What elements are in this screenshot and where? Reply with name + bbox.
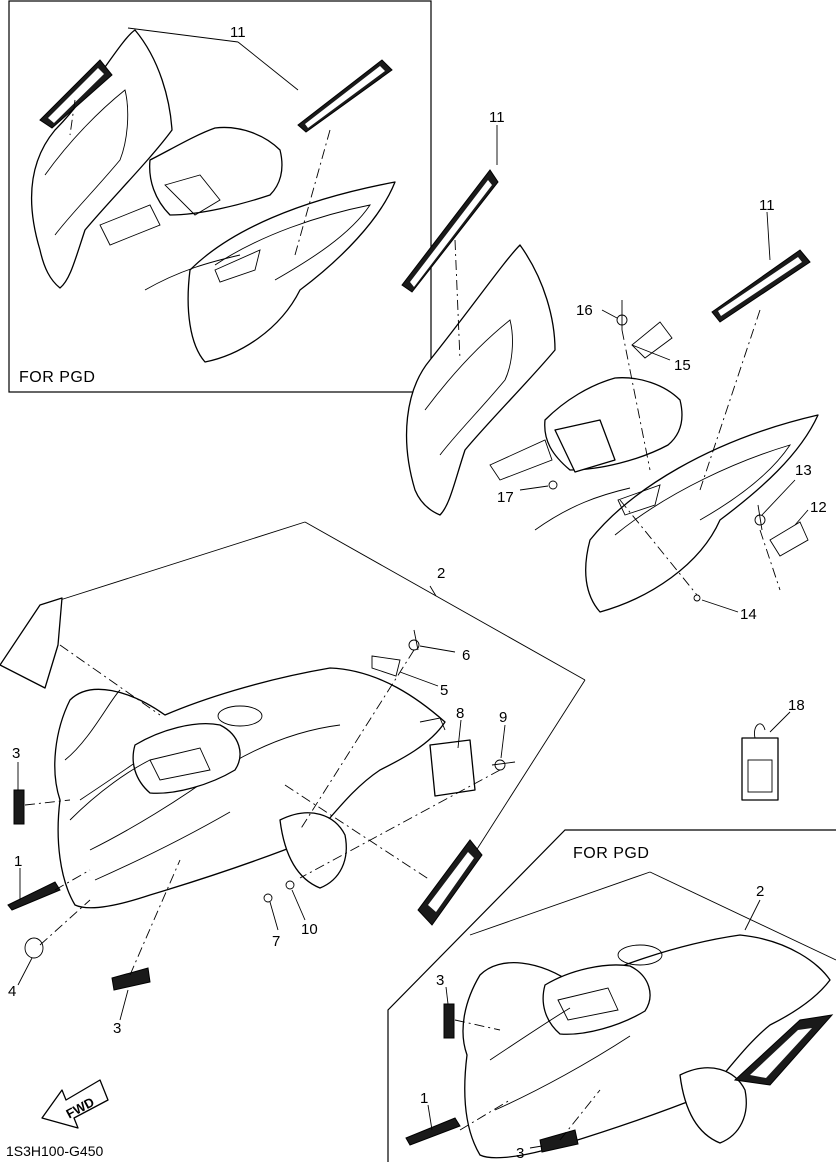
emblem-3-upper bbox=[13, 789, 25, 825]
inset-rear-side-panel bbox=[31, 29, 173, 289]
inset-front-storage-cover bbox=[542, 964, 651, 1035]
emblem-3-lower bbox=[111, 967, 151, 991]
rear-fender-main bbox=[585, 414, 819, 613]
tag-callout-18: 18 bbox=[788, 697, 805, 714]
inset-emblem-3-lower bbox=[539, 1129, 579, 1153]
front-callout-3-lower: 3 bbox=[113, 1020, 121, 1037]
inset-rear-seat bbox=[149, 126, 283, 216]
plate-8 bbox=[429, 739, 476, 797]
front-callout-8: 8 bbox=[456, 705, 464, 722]
inset-emblem-1 bbox=[405, 1117, 461, 1146]
rear-fender-assembly: 11 11 16 15 17 13 12 14 bbox=[401, 109, 827, 623]
fwd-arrow-icon: FWD bbox=[41, 1079, 109, 1129]
inset-rear-fender-right bbox=[187, 181, 396, 363]
rear-callout-13: 13 bbox=[795, 462, 812, 479]
front-callout-6: 6 bbox=[462, 647, 470, 664]
warning-tag-assembly: 18 bbox=[741, 697, 805, 801]
rear-callout-17: 17 bbox=[497, 489, 514, 506]
reflector-4 bbox=[24, 937, 44, 959]
label-12 bbox=[769, 521, 809, 557]
clip-14 bbox=[693, 594, 701, 602]
front-callout-2: 2 bbox=[437, 565, 445, 582]
label-5 bbox=[371, 655, 401, 677]
clip-17 bbox=[548, 480, 558, 490]
warning-tag-18 bbox=[741, 737, 779, 801]
inset-callout-1: 1 bbox=[420, 1090, 428, 1107]
inset-top-left: 11 FOR PGD bbox=[8, 0, 432, 393]
inset-top-left-frame bbox=[8, 0, 432, 393]
front-callout-7: 7 bbox=[272, 933, 280, 950]
rear-callout-15: 15 bbox=[674, 357, 691, 374]
rear-storage-box bbox=[554, 419, 616, 473]
front-fender-main bbox=[54, 667, 446, 909]
front-callout-4: 4 bbox=[8, 983, 16, 1000]
rear-callout-14: 14 bbox=[740, 606, 757, 623]
inset-bottom-right-title: FOR PGD bbox=[573, 845, 649, 862]
rear-callout-16: 16 bbox=[576, 302, 593, 319]
inset-front-headlight-cowl bbox=[679, 1067, 747, 1144]
inset-callout-3-upper: 3 bbox=[436, 972, 444, 989]
inset-callout-11: 11 bbox=[230, 24, 246, 41]
inset-callout-2: 2 bbox=[756, 883, 764, 900]
inset-bottom-right-frame bbox=[387, 829, 836, 1162]
diagram-code: 1S3H100-G450 bbox=[6, 1143, 104, 1159]
inset-callout-3-lower: 3 bbox=[516, 1145, 524, 1162]
front-callout-3-upper: 3 bbox=[12, 745, 20, 762]
clip-10 bbox=[285, 880, 295, 890]
front-mud-flap bbox=[0, 597, 63, 689]
emblem-1 bbox=[7, 881, 61, 911]
front-callout-1: 1 bbox=[14, 853, 22, 870]
front-callout-10: 10 bbox=[301, 921, 318, 938]
clip-7 bbox=[263, 893, 273, 903]
label-15 bbox=[631, 321, 673, 359]
front-headlight-cowl bbox=[279, 812, 347, 889]
rear-callout-11a: 11 bbox=[489, 109, 505, 126]
rear-side-panel bbox=[406, 244, 556, 516]
front-storage-cover bbox=[132, 723, 241, 794]
front-callout-9: 9 bbox=[499, 709, 507, 726]
inset-bottom-right: FOR PGD 2 3 1 3 bbox=[387, 829, 836, 1162]
inset-emblem-3-upper bbox=[443, 1003, 455, 1039]
rear-callout-11b: 11 bbox=[759, 197, 775, 214]
inset-top-left-title: FOR PGD bbox=[19, 369, 95, 386]
rear-callout-12: 12 bbox=[810, 499, 827, 516]
front-fender-assembly: 2 6 5 8 9 3 1 4 3 7 10 bbox=[0, 521, 586, 1037]
front-callout-5: 5 bbox=[440, 682, 448, 699]
grommet-9 bbox=[494, 759, 506, 771]
